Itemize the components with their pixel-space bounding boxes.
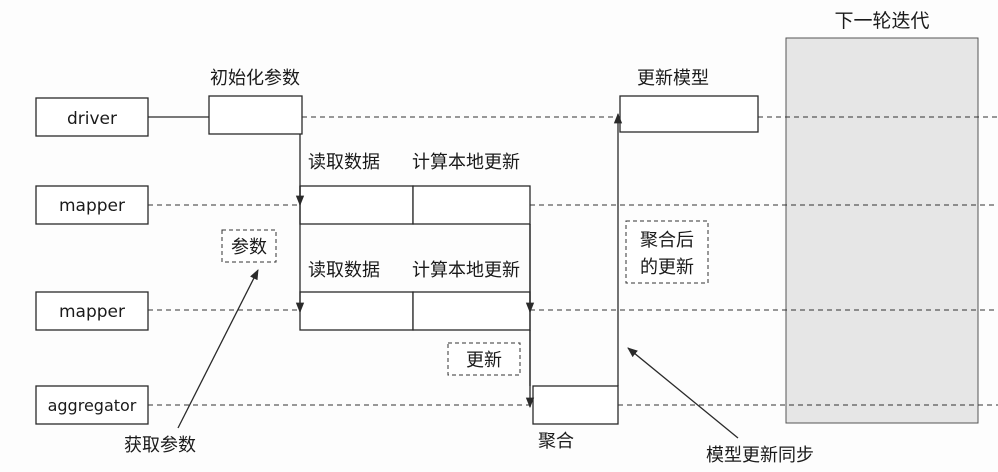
aggregator-label: aggregator — [48, 396, 137, 415]
next-iteration-label: 下一轮迭代 — [834, 10, 929, 32]
update-model-box — [619, 95, 759, 133]
driver-node: driver — [35, 97, 149, 137]
aggregated-update-label-line1: 聚合后 — [640, 230, 694, 251]
compute-local-update-1-label: 计算本地更新 — [412, 152, 520, 173]
model-sync-pointer — [627, 347, 739, 439]
fetch-params-label: 获取参数 — [124, 435, 196, 456]
params-tag-label: 参数 — [231, 237, 267, 258]
mapper-1-read-box — [299, 185, 414, 225]
aggregator-node: aggregator — [35, 385, 149, 425]
driver-label: driver — [67, 109, 117, 129]
update-tag-label: 更新 — [466, 350, 502, 371]
next-iteration-block — [785, 37, 979, 424]
init-params-box — [208, 95, 303, 135]
update-tag: 更新 — [447, 342, 521, 376]
aggregate-label: 聚合 — [538, 431, 574, 452]
fetch-params-pointer — [177, 269, 259, 429]
mapper-node-1: mapper — [35, 185, 149, 225]
compute-local-update-2-label: 计算本地更新 — [412, 260, 520, 281]
aggregate-box — [532, 385, 619, 425]
mapper-2-read-box — [299, 291, 414, 331]
init-params-label: 初始化参数 — [210, 68, 300, 89]
read-data-1-label: 读取数据 — [308, 152, 380, 173]
update-model-label: 更新模型 — [637, 68, 709, 89]
read-data-2-label: 读取数据 — [308, 260, 380, 281]
params-tag: 参数 — [221, 229, 277, 263]
model-update-sync-label: 模型更新同步 — [706, 445, 814, 466]
mapper-1-label: mapper — [59, 196, 125, 216]
mapper-node-2: mapper — [35, 291, 149, 331]
aggregated-update-label-line2: 的更新 — [640, 257, 694, 278]
mapper-2-label: mapper — [59, 302, 125, 322]
mapper-1-compute-box — [412, 185, 531, 225]
aggregated-update-tag: 聚合后 的更新 — [625, 220, 709, 284]
mapper-2-compute-box — [412, 291, 531, 331]
